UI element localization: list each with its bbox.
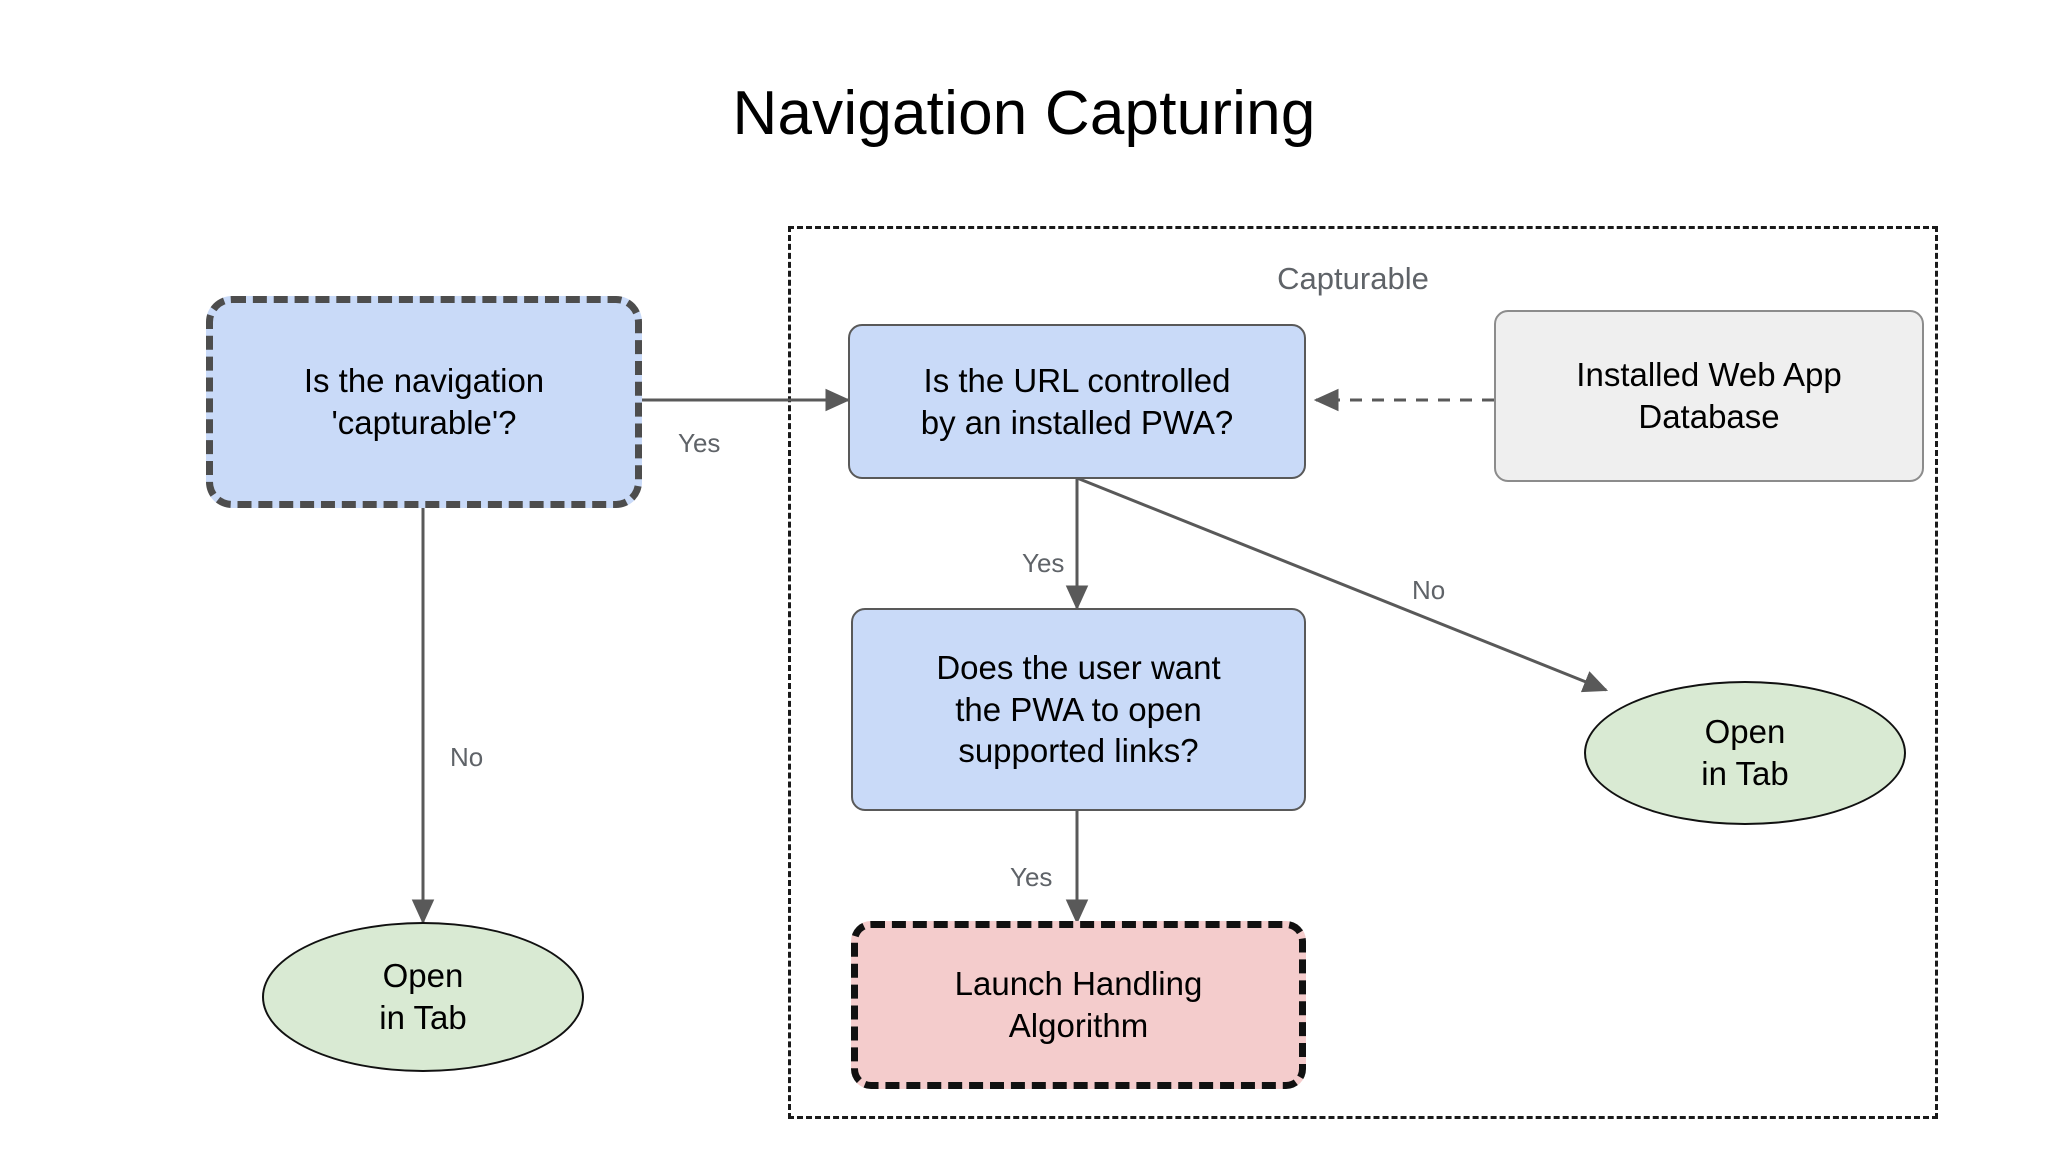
- edge-label-capturable-no: No: [450, 742, 484, 772]
- edge-label-url-no: No: [1412, 575, 1446, 605]
- node-label: Is the URL controlled by an installed PW…: [920, 361, 1234, 441]
- capturable-group-label: Capturable: [1277, 261, 1429, 296]
- node-does-user-want-pwa-open-links[interactable]: Does the user want the PWA to open suppo…: [851, 608, 1306, 811]
- page-title: Navigation Capturing: [732, 79, 1316, 148]
- node-label: Launch Handling Algorithm: [954, 965, 1203, 1044]
- node-open-in-tab-left[interactable]: Open in Tab: [262, 922, 584, 1072]
- edge-label-user-yes: Yes: [1010, 862, 1053, 892]
- node-label: Open in Tab: [1701, 713, 1789, 792]
- node-launch-handling-algorithm[interactable]: Launch Handling Algorithm: [851, 921, 1306, 1089]
- node-label: Is the navigation 'capturable'?: [303, 362, 545, 441]
- edge-label-url-yes: Yes: [1022, 548, 1065, 578]
- node-installed-web-app-database[interactable]: Installed Web App Database: [1494, 310, 1924, 482]
- node-label: Does the user want the PWA to open suppo…: [936, 649, 1221, 770]
- node-label: Installed Web App Database: [1576, 356, 1842, 435]
- edge-label-capturable-yes: Yes: [678, 428, 721, 458]
- node-is-url-controlled-by-pwa[interactable]: Is the URL controlled by an installed PW…: [848, 324, 1306, 479]
- node-is-navigation-capturable[interactable]: Is the navigation 'capturable'?: [206, 296, 642, 508]
- node-label: Open in Tab: [379, 957, 467, 1036]
- node-open-in-tab-right[interactable]: Open in Tab: [1584, 681, 1906, 825]
- capturable-group-container: [788, 226, 1938, 1119]
